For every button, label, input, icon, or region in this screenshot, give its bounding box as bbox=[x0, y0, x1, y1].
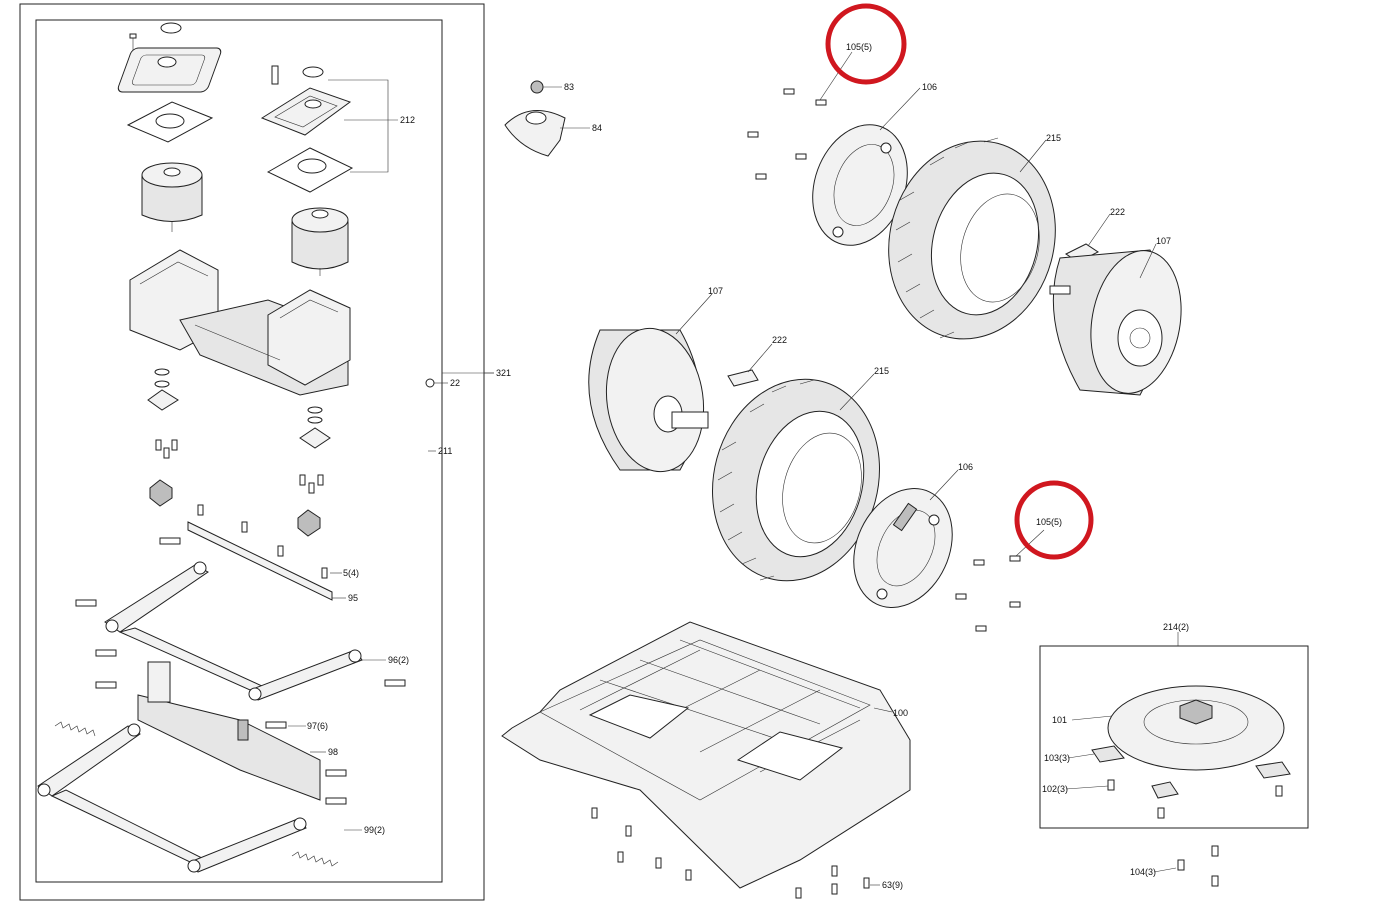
hub-cover-106-lower bbox=[853, 469, 959, 608]
callout-107-left: 107 bbox=[708, 286, 723, 296]
gear-83 bbox=[530, 80, 562, 94]
callout-321: 321 bbox=[496, 368, 511, 378]
hub-motor-107-right bbox=[1049, 243, 1182, 396]
motor-mount-bracket bbox=[129, 249, 351, 396]
callout-105-upper: 105(5) bbox=[846, 42, 872, 52]
callout-222-upper: 222 bbox=[1110, 207, 1125, 217]
callout-212-leader bbox=[328, 79, 398, 173]
label-222-lower bbox=[727, 343, 773, 387]
mount-hardware bbox=[147, 368, 331, 537]
callout-214: 214(2) bbox=[1163, 622, 1189, 632]
callout-98: 98 bbox=[328, 747, 338, 757]
callout-102: 102(3) bbox=[1042, 784, 1068, 794]
screws-105-lower bbox=[955, 529, 1045, 632]
callout-63: 63(9) bbox=[882, 880, 903, 890]
lower-swing-arm bbox=[37, 723, 307, 873]
highlight-ring-105-lower bbox=[1014, 480, 1094, 560]
callout-215-upper: 215 bbox=[1046, 133, 1061, 143]
callout-22-leader bbox=[425, 378, 448, 388]
callout-212: 212 bbox=[400, 115, 415, 125]
base-plate-100 bbox=[501, 621, 911, 899]
left-assembly-frame bbox=[19, 3, 494, 901]
callout-84: 84 bbox=[592, 123, 602, 133]
left-motor-stack bbox=[117, 22, 222, 232]
middle-block-98 bbox=[95, 649, 406, 805]
callout-211: 211 bbox=[438, 446, 452, 456]
upper-swing-arm bbox=[75, 537, 386, 701]
callout-105-lower: 105(5) bbox=[1036, 517, 1062, 527]
callout-5: 5(4) bbox=[343, 568, 359, 578]
callout-83: 83 bbox=[564, 82, 574, 92]
screws-105-upper bbox=[747, 51, 853, 180]
callout-215-lower: 215 bbox=[874, 366, 889, 376]
callout-106-lower: 106 bbox=[958, 462, 973, 472]
callout-97: 97(6) bbox=[307, 721, 328, 731]
blade-disc-box bbox=[1039, 632, 1309, 829]
callout-107-right: 107 bbox=[1156, 236, 1171, 246]
callout-104: 104(3) bbox=[1130, 867, 1156, 877]
cam-84 bbox=[504, 109, 590, 157]
callout-99: 99(2) bbox=[364, 825, 385, 835]
tire-215-upper bbox=[888, 137, 1056, 340]
highlight-ring-105-upper bbox=[825, 3, 907, 85]
springs-99 bbox=[54, 721, 362, 867]
callout-100: 100 bbox=[893, 708, 908, 718]
callout-22: 22 bbox=[450, 378, 460, 388]
tire-215-lower bbox=[712, 373, 880, 582]
screws-104 bbox=[1153, 845, 1219, 887]
callout-95: 95 bbox=[348, 593, 358, 603]
callout-101: 101 bbox=[1052, 715, 1067, 725]
rail-95 bbox=[187, 504, 346, 601]
callout-103: 103(3) bbox=[1044, 753, 1070, 763]
callout-222-lower: 222 bbox=[772, 335, 787, 345]
callout-106-upper: 106 bbox=[922, 82, 937, 92]
hub-cover-106-upper bbox=[812, 87, 921, 246]
callout-96: 96(2) bbox=[388, 655, 409, 665]
right-motor-stack bbox=[260, 65, 354, 276]
hub-motor-107-left bbox=[588, 293, 713, 473]
